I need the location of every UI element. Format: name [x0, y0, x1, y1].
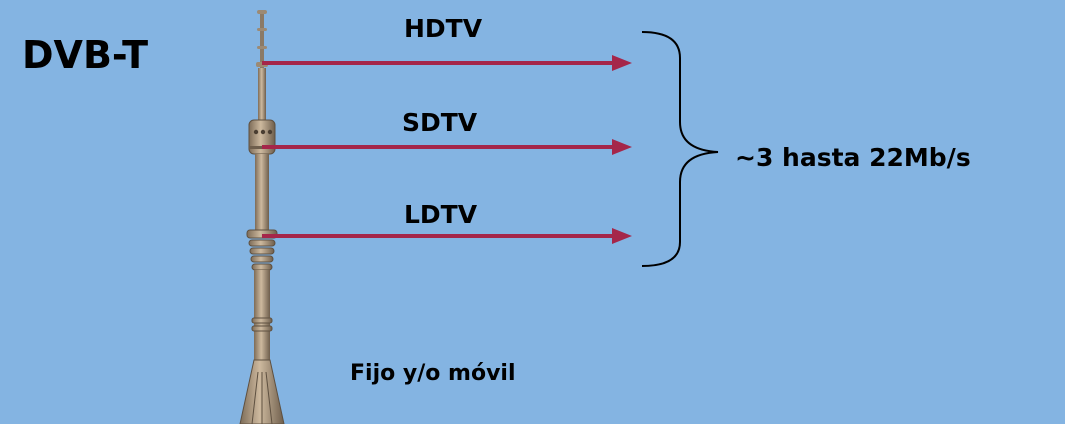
- reception-label: Fijo y/o móvil: [350, 361, 516, 386]
- hdtv-label: HDTV: [404, 14, 483, 43]
- ldtv-label: LDTV: [404, 200, 478, 229]
- curly-brace-icon: [641, 31, 719, 267]
- diagram-title: DVB-T: [22, 33, 149, 77]
- transmission-tower-icon: [239, 10, 285, 424]
- bitrate-label: ~3 hasta 22Mb/s: [735, 143, 971, 172]
- arrow-sdtv: [262, 139, 632, 155]
- arrow-ldtv: [262, 228, 632, 244]
- sdtv-label: SDTV: [402, 108, 478, 137]
- arrow-hdtv: [262, 55, 632, 71]
